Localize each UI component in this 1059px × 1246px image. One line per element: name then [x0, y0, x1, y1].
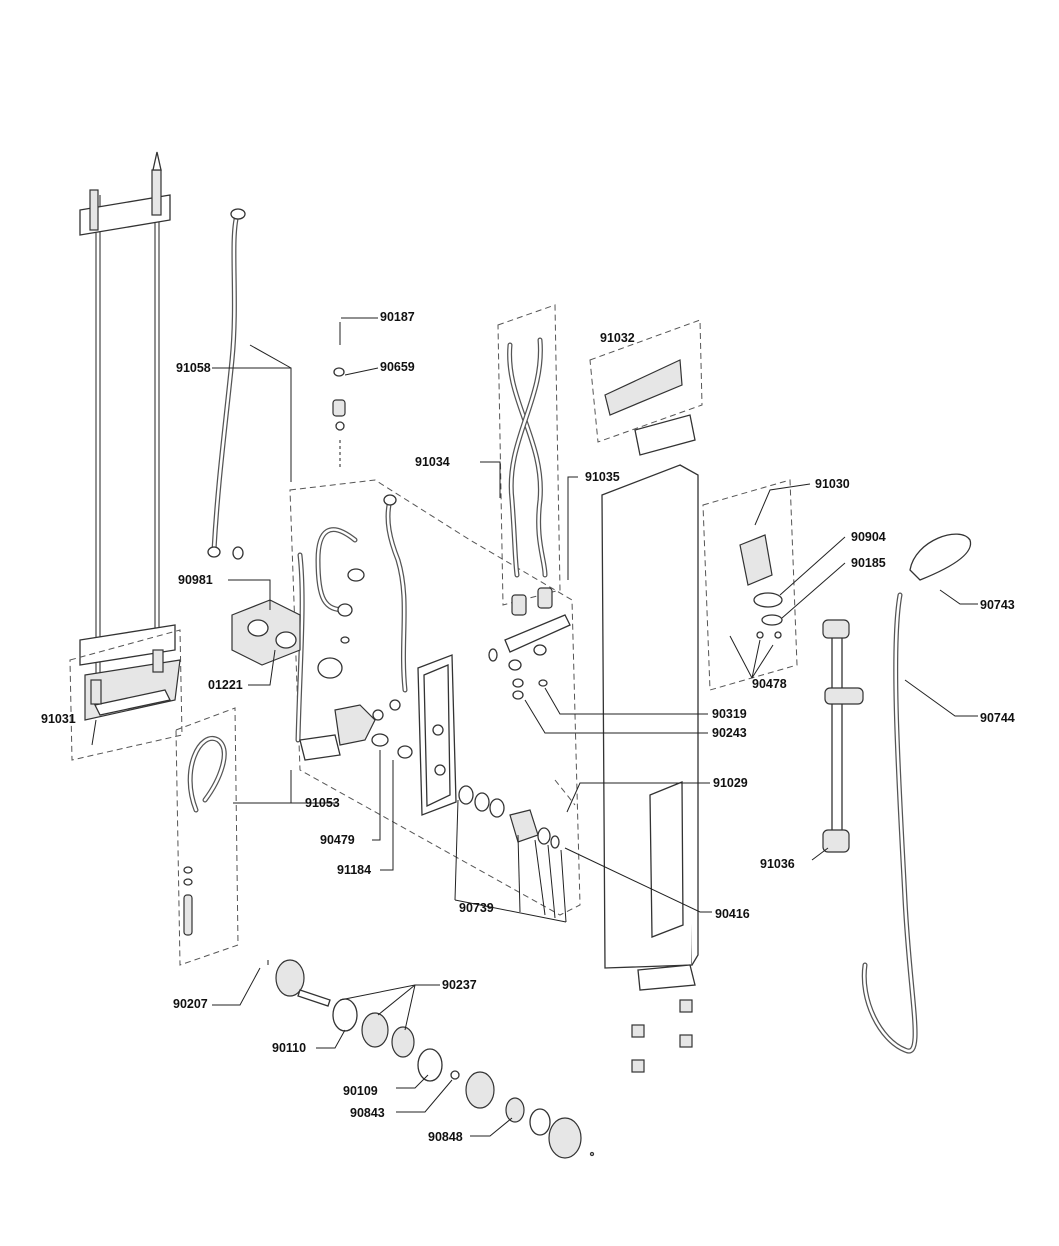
label-91029: 91029 [713, 776, 748, 790]
label-91031: 91031 [41, 712, 76, 726]
label-90207: 90207 [173, 997, 208, 1011]
label-90185: 90185 [851, 556, 886, 570]
label-90109: 90109 [343, 1084, 378, 1098]
label-90187: 90187 [380, 310, 415, 324]
label-90659: 90659 [380, 360, 415, 374]
label-91058: 91058 [176, 361, 211, 375]
label-91034: 91034 [415, 455, 450, 469]
label-90243: 90243 [712, 726, 747, 740]
label-90478: 90478 [752, 677, 787, 691]
label-91030: 91030 [815, 477, 850, 491]
label-90110: 90110 [272, 1041, 307, 1055]
label-90744: 90744 [980, 711, 1015, 725]
label-90843: 90843 [350, 1106, 385, 1120]
label-90416: 90416 [715, 907, 750, 921]
label-91032: 91032 [600, 331, 635, 345]
label-90319: 90319 [712, 707, 747, 721]
label-91053: 91053 [305, 796, 340, 810]
leader-lines [91, 317, 978, 1137]
label-90739: 90739 [459, 901, 494, 915]
rail-assembly [79, 151, 181, 721]
label-90479: 90479 [320, 833, 355, 847]
label-91184: 91184 [337, 863, 372, 877]
label-90743: 90743 [980, 598, 1015, 612]
label-90848: 90848 [428, 1130, 463, 1144]
label-91036: 91036 [760, 857, 795, 871]
label-90237: 90237 [442, 978, 477, 992]
label-90981: 90981 [178, 573, 213, 587]
label-90904: 90904 [851, 530, 886, 544]
label-91035: 91035 [585, 470, 620, 484]
label-01221: 01221 [208, 678, 243, 692]
